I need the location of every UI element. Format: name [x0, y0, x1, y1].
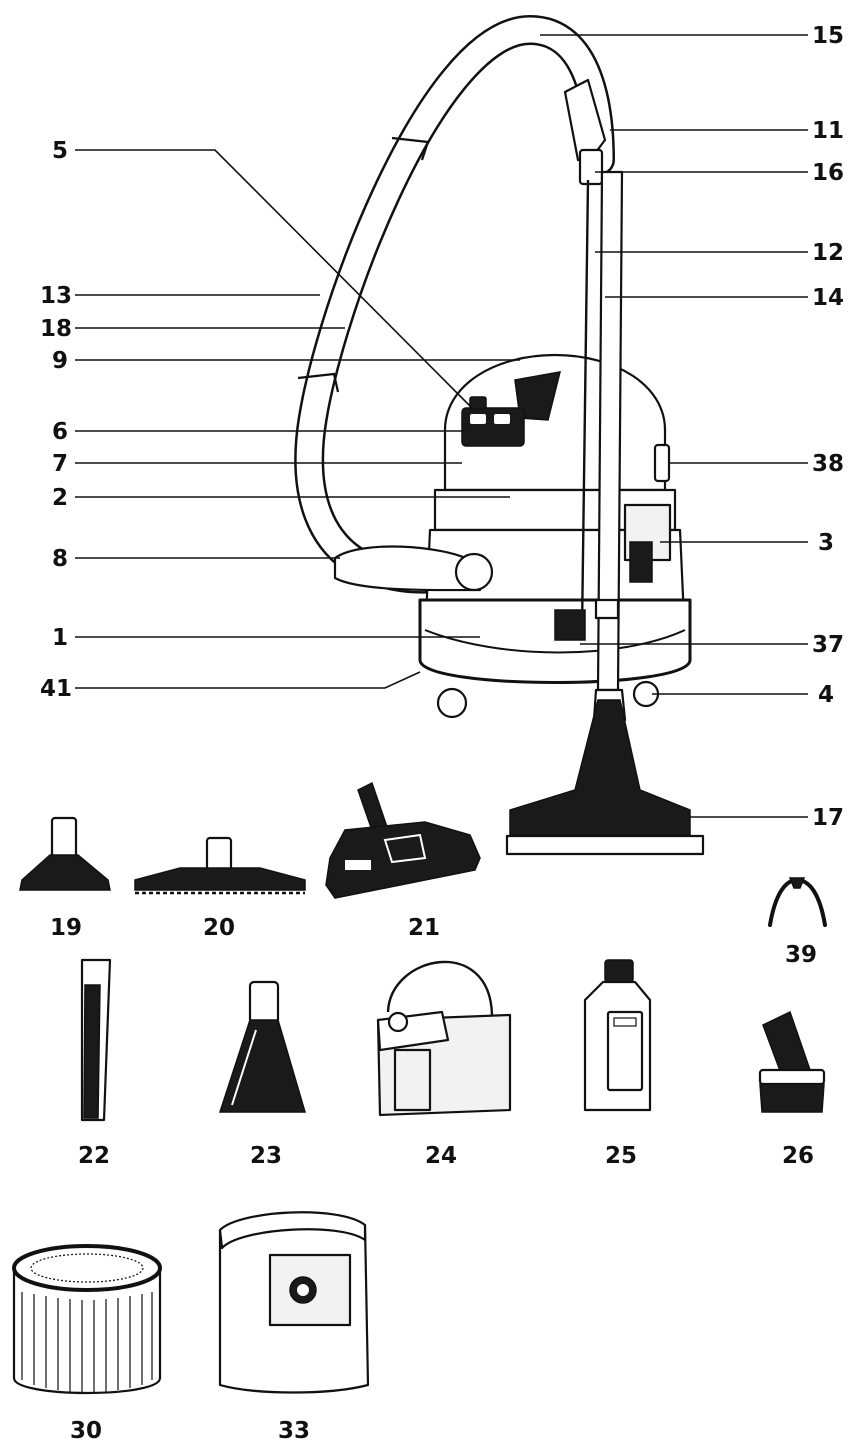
accessory-30-cartridge-filter: 30 [12, 1244, 162, 1444]
hose-clip-upper [391, 136, 430, 161]
callout-3: 3 [818, 530, 834, 556]
leader-41 [75, 671, 421, 689]
accessory-19-upholstery-nozzle: 19 [19, 816, 111, 941]
accessory-20-hard-floor-nozzle: 20 [134, 836, 306, 941]
tank-clip-inner [629, 541, 653, 583]
caster-left [436, 687, 468, 719]
wand-coupler [594, 598, 620, 620]
inlet-ring [454, 552, 494, 592]
base-ring [418, 598, 692, 684]
accessory-33-filter-bag: 33 [218, 1211, 370, 1444]
callout-7: 7 [52, 451, 68, 477]
label-19: 19 [50, 915, 82, 941]
label-20: 20 [203, 915, 235, 941]
accessory-22-crevice-tool: 22 [78, 958, 112, 1169]
accessory-26-dusting-brush: 26 [758, 1010, 826, 1169]
accessory-23-spray-nozzle: 23 [218, 980, 307, 1169]
callout-6: 6 [52, 419, 68, 445]
spray-tube [580, 179, 590, 631]
hose-connector [578, 148, 604, 186]
callout-2: 2 [52, 485, 68, 511]
leader-5 [75, 149, 475, 411]
label-22: 22 [78, 1143, 110, 1169]
callout-11: 11 [812, 118, 844, 144]
callout-41: 41 [40, 676, 72, 702]
label-39: 39 [785, 942, 817, 968]
label-25: 25 [605, 1143, 637, 1169]
floor-nozzle-base [505, 834, 705, 856]
main-callouts: 15 11 16 12 14 5 13 18 9 6 7 2 38 3 8 1 … [40, 23, 844, 831]
pump-switch [469, 396, 487, 410]
callout-8: 8 [52, 546, 68, 572]
accessory-25-detergent-bottle: 25 [583, 959, 652, 1169]
callout-16: 16 [812, 160, 844, 186]
base-ring-band [424, 629, 686, 654]
label-23: 23 [250, 1143, 282, 1169]
leader-lines [75, 34, 808, 818]
callout-37: 37 [812, 632, 844, 658]
callout-9: 9 [52, 348, 68, 374]
rear-socket [653, 443, 671, 483]
callout-18: 18 [40, 316, 72, 342]
callout-1: 1 [52, 625, 68, 651]
accessory-21-combi-floor-nozzle: 21 [325, 781, 481, 941]
vacuum-cleaner-illustration [294, 15, 705, 856]
switch-b [494, 414, 510, 424]
label-30: 30 [70, 1418, 102, 1444]
head-handle-slot [514, 371, 562, 421]
label-33: 33 [278, 1418, 310, 1444]
callout-13: 13 [40, 283, 72, 309]
wand-clip [554, 609, 586, 641]
accessory-39-clip: 39 [768, 877, 827, 968]
label-21: 21 [408, 915, 440, 941]
callout-4: 4 [818, 682, 834, 708]
switch-a [470, 414, 486, 424]
control-panel [461, 407, 525, 447]
floor-nozzle [509, 699, 691, 836]
label-24: 24 [425, 1143, 457, 1169]
callout-5: 5 [52, 138, 68, 164]
hose-clip-lower [297, 372, 340, 393]
callout-15: 15 [812, 23, 844, 49]
callout-38: 38 [812, 451, 844, 477]
label-26: 26 [782, 1143, 814, 1169]
callout-17: 17 [812, 805, 844, 831]
callout-14: 14 [812, 285, 844, 311]
accessory-24-clean-water-tank: 24 [376, 960, 512, 1169]
callout-12: 12 [812, 240, 844, 266]
